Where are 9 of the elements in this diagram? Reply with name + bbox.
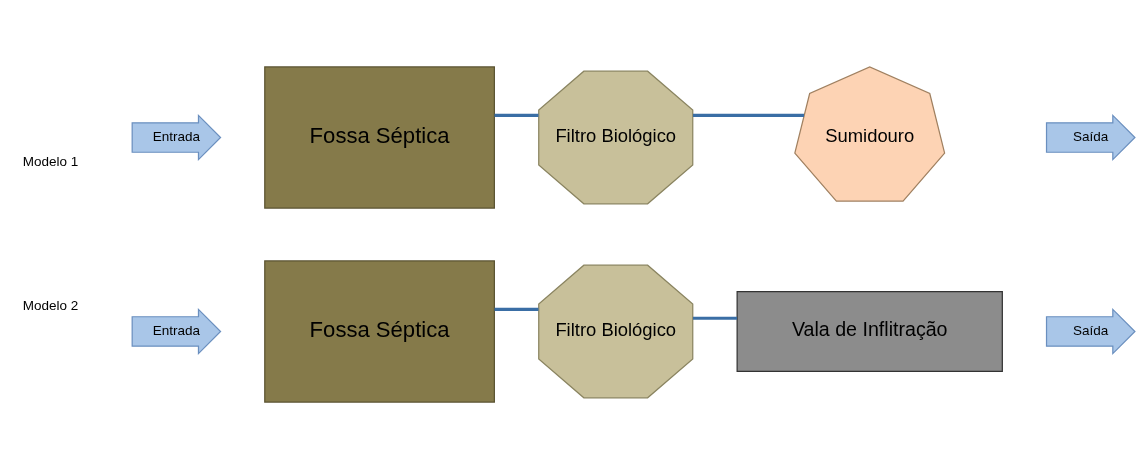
- connector: [693, 316, 738, 320]
- node-box: Vala de Inflitração: [736, 290, 1003, 372]
- label: Modelo 2: [22, 298, 79, 314]
- label: Modelo 1: [22, 153, 79, 169]
- connector: [494, 113, 539, 117]
- connector: [693, 113, 804, 117]
- connector: [494, 307, 539, 311]
- node-box: Fossa Séptica: [264, 260, 495, 403]
- node-box: Fossa Séptica: [264, 66, 495, 209]
